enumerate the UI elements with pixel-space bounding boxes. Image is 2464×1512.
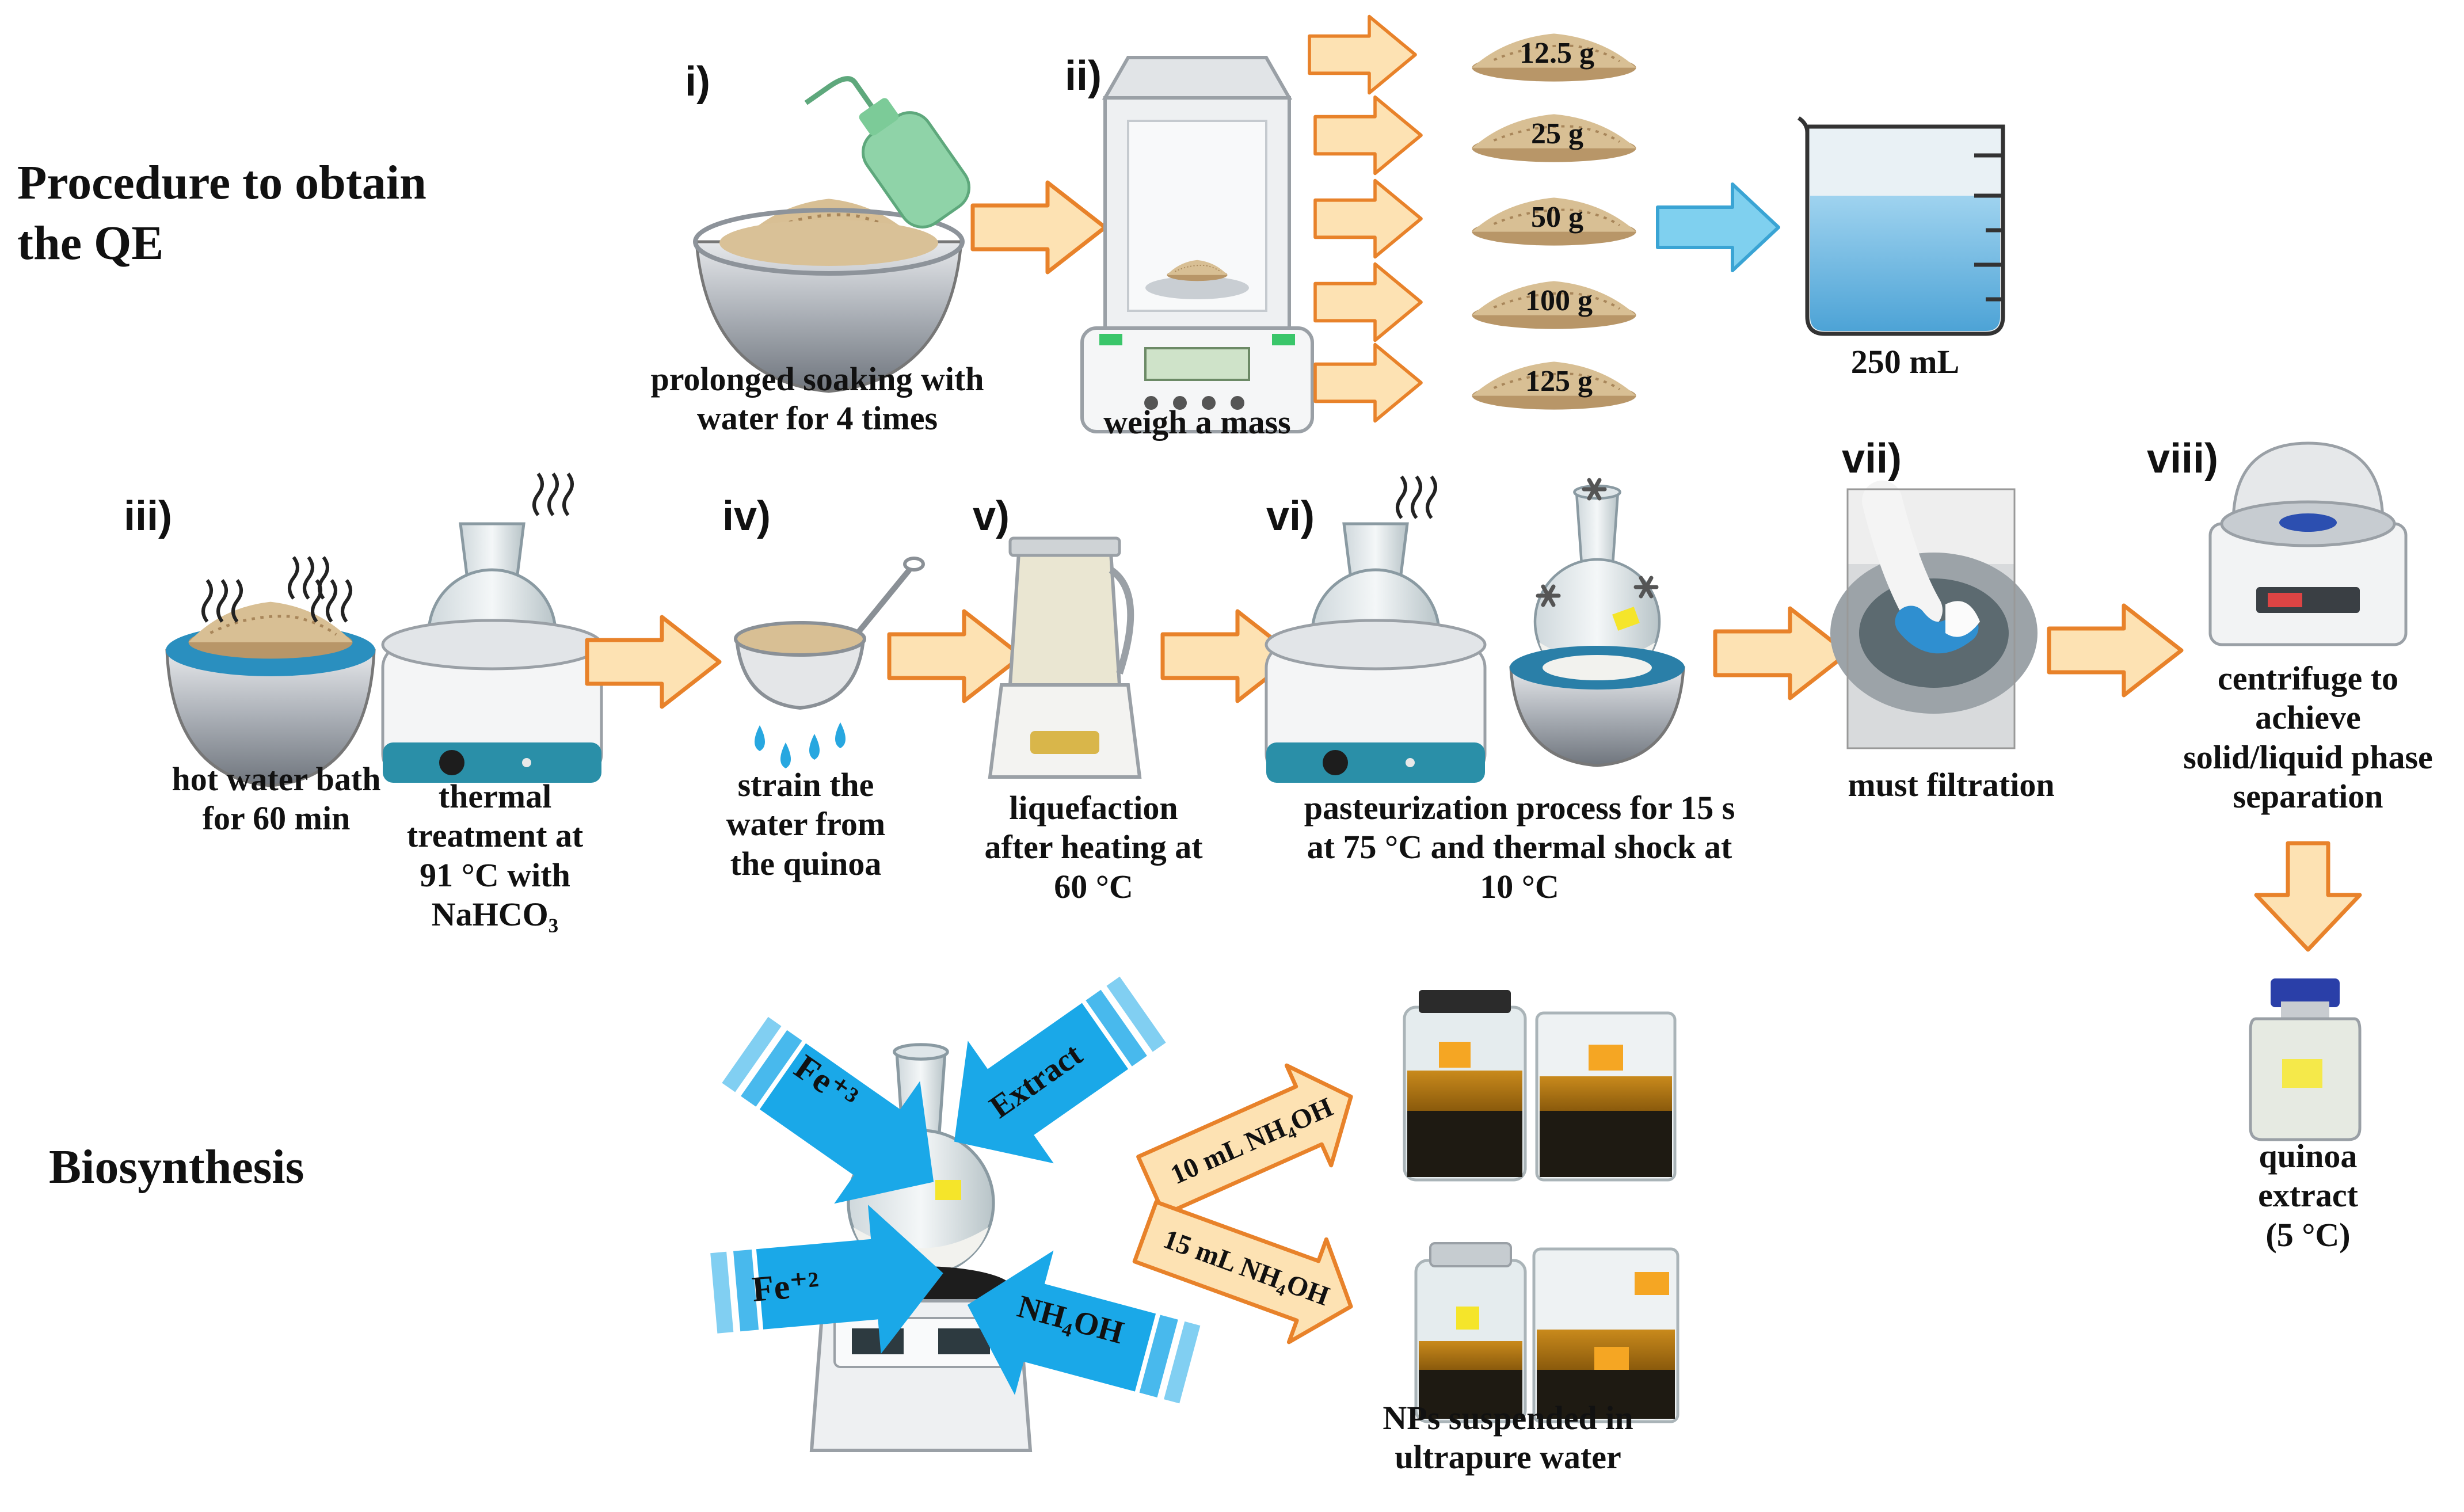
thermal-shock-flask-illustration [1509,486,1685,767]
arrow-centrifuge-to-extract [2254,841,2362,952]
caption-hot-bath: hot water bath for 60 min [172,760,381,837]
pasteurization-mantle-illustration [1266,524,1485,783]
mass-label: 50 g [1531,201,1583,234]
nps-10ml-photo [1403,990,1677,1182]
caption-pasteurization: pasteurization process for 15 s at 75 °C… [1304,789,1735,905]
step-label-vii: vii) [1842,436,1902,482]
caption-thermal: thermal treatment at 91 °C with NaHCO₃ [406,778,584,934]
steam-icon [1397,477,1435,518]
steam-icon [534,474,572,515]
centrifuge-illustration [2208,441,2408,646]
caption-extract: quinoa extract (5 °C) [2258,1137,2358,1254]
biosynthesis-heading: Biosynthesis [49,1140,304,1194]
beaker-250ml-illustration [1797,116,2005,336]
caption-weigh: weigh a mass [1103,403,1291,441]
caption-nps: NPs suspended in ultrapure water [1383,1399,1633,1476]
procedure-heading: Procedure to obtain the QE [17,156,426,270]
analytical-balance-illustration [1080,56,1314,433]
step-label-iii: iii) [124,493,172,539]
arrow-mass-to-beaker [1656,182,1780,272]
step-label-v: v) [973,493,1010,539]
step-label-iv: iv) [722,493,771,539]
reagent-label-fe2: Fe⁺² [750,1265,821,1309]
caption-volume: 250 mL [1850,343,1960,380]
caption-liquefaction: liquefaction after heating at 60 °C [984,789,1203,905]
mass-label: 100 g [1525,284,1593,317]
wash-bottle-icon [804,76,971,228]
hot-water-bath-illustration [165,557,376,787]
soaking-bowl-illustration [693,199,965,393]
mass-label: 125 g [1525,365,1593,398]
arrow-pasteurize-to-filter [1715,608,1848,698]
mass-arrows [1309,17,1421,421]
mass-label: 25 g [1531,117,1583,150]
arrow-thermal-to-strain [587,617,719,707]
filtration-photo [1830,481,2038,749]
step-label-viii: viii) [2147,436,2219,482]
caption-centrifuge: centrifuge to achieve solid/liquid phase… [2183,660,2433,816]
strainer-illustration [734,557,925,768]
arrow-10ml [1136,1063,1353,1217]
blender-illustration [988,536,1142,779]
caption-strain: strain the water from the quinoa [726,766,886,882]
step-label-i: i) [685,59,710,105]
extract-bottle-illustration [2249,978,2362,1141]
nps-15ml-photo [1414,1242,1680,1423]
arrow-15ml [1132,1199,1353,1345]
heating-mantle-illustration [383,524,601,783]
step-label-ii: ii) [1065,53,1102,99]
mass-label: 12.5 g [1519,37,1594,70]
caption-soaking: prolonged soaking with water for 4 times [650,360,984,437]
arrow-soak-to-weigh [973,182,1105,272]
step-label-vi: vi) [1266,493,1315,539]
caption-filtration: must filtration [1848,766,2055,803]
